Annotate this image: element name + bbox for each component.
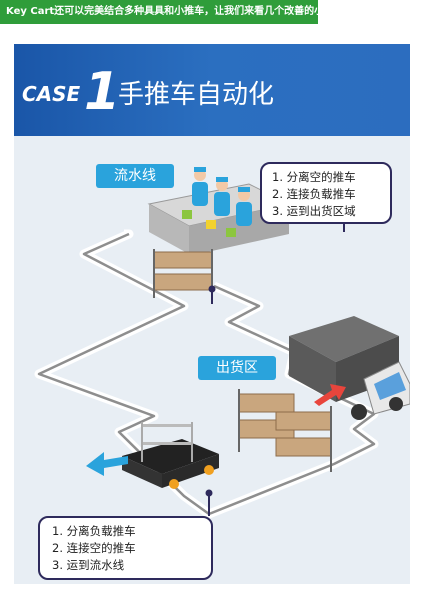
worker-figure xyxy=(192,167,208,206)
export-arrow-red xyxy=(314,384,346,406)
loaded-cart-line xyxy=(153,249,213,298)
case-number: 1 xyxy=(84,62,121,122)
case-title: 手推车自动化 xyxy=(118,80,275,110)
zone-label-shipping: 出货区 xyxy=(198,356,276,380)
part-item xyxy=(206,220,216,229)
truck xyxy=(289,316,410,420)
steps-box-bottom: 1. 分离负载推车 2. 连接空的推车 3. 运到流水线 xyxy=(38,516,213,580)
caption-bar: Key Cart还可以完美结合多种具具和小推车，让我们来看几个改善的小例子 xyxy=(0,0,318,24)
route-path-outline xyxy=(37,232,376,516)
direction-arrow-blue xyxy=(86,452,128,476)
case-label: CASE xyxy=(22,82,81,106)
steps-box-top: 1. 分离空的推车 2. 连接负载推车 3. 运到出货区域 xyxy=(260,162,392,224)
step-line: 2. 连接负载推车 xyxy=(272,187,356,201)
diagram-canvas xyxy=(34,167,410,519)
zone-label-production: 流水线 xyxy=(96,164,174,188)
step-line: 2. 连接空的推车 xyxy=(52,541,136,555)
worker-figure xyxy=(214,177,230,216)
step-line: 1. 分离空的推车 xyxy=(272,170,356,184)
loaded-cart-shipping xyxy=(238,389,332,472)
part-item xyxy=(182,210,192,219)
step-line: 3. 运到流水线 xyxy=(52,558,125,572)
diagram-frame: CASE 1 手推车自动化 xyxy=(14,44,410,584)
case-banner: CASE 1 手推车自动化 xyxy=(14,44,410,136)
step-line: 1. 分离负载推车 xyxy=(52,524,136,538)
production-table-front xyxy=(149,204,189,254)
part-item xyxy=(226,228,236,237)
agv-vehicle xyxy=(122,422,219,497)
step-line: 3. 运到出货区域 xyxy=(272,204,356,218)
worker-figure xyxy=(236,187,252,226)
